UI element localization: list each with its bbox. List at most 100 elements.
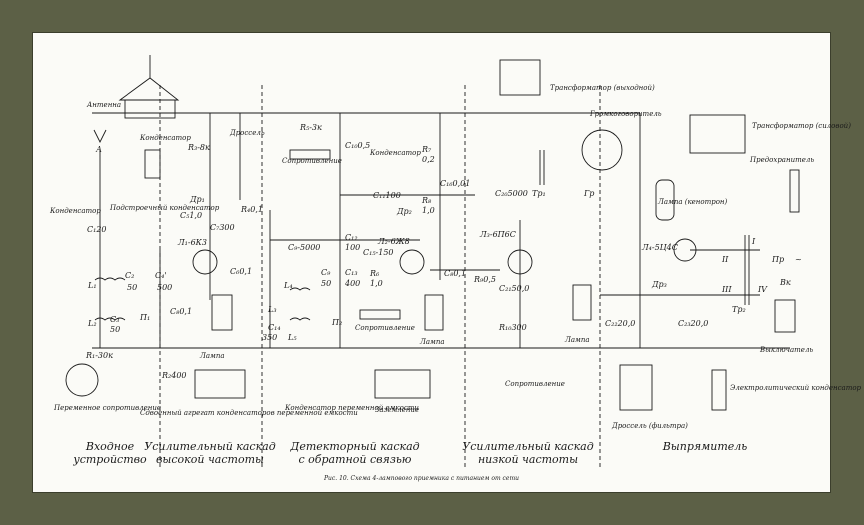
desig: R₇ <box>421 145 432 154</box>
desig: Тр₁ <box>532 189 546 198</box>
desig: C₁₄ <box>268 323 281 332</box>
filter-choke-picture <box>619 364 653 411</box>
coil-l4 <box>289 287 311 291</box>
section-title-3b: с обратной связью <box>299 453 412 466</box>
section-title-2: Усилительный каскад <box>144 440 275 453</box>
speaker-label: Громкоговоритель <box>589 110 662 118</box>
gang-capacitor-picture <box>194 369 246 399</box>
cap-variable-label: Конденсатор переменной емкости <box>284 404 419 412</box>
desig: C₈0,1 <box>444 269 466 278</box>
desig: C₁₃ <box>345 268 358 277</box>
resistor-picture <box>289 149 331 160</box>
desig: 400 <box>344 279 360 288</box>
desig: П₂ <box>331 318 342 327</box>
desig: R₉0,5 <box>473 275 496 284</box>
desig: R₂400 <box>161 371 187 380</box>
desig: Л₃-6П6С <box>479 230 516 239</box>
desig: C₄' <box>155 271 167 280</box>
section-title-1: Входное <box>85 440 135 453</box>
desig: R₆ <box>369 269 380 278</box>
coil-l1 <box>94 277 126 281</box>
fuse-picture <box>789 169 800 213</box>
desig: L₁ <box>87 281 97 290</box>
capacitor-picture <box>144 149 161 179</box>
house-roof <box>118 77 180 101</box>
section-title-3: Детекторный каскад <box>289 440 419 453</box>
desig: Др₁ <box>189 195 205 204</box>
capacitor-label-2: Конденсатор <box>49 207 101 215</box>
desig: 500 <box>157 283 172 292</box>
lamp-label-3: Лампа <box>564 336 590 344</box>
electrolytic-label: Электролитический конденсатор <box>730 384 862 392</box>
desig: 100 <box>345 243 360 252</box>
desig: R₁₀300 <box>498 323 527 332</box>
variable-resistor-label: Переменное сопротивление <box>53 404 161 412</box>
lamp-label-1: Лампа <box>199 352 225 360</box>
desig: R₈ <box>421 196 432 205</box>
desig: П₁ <box>139 313 150 322</box>
coil-l2 <box>94 317 126 321</box>
desig: I <box>751 237 756 246</box>
output-transformer-picture <box>499 59 541 96</box>
capacitor-label: Конденсатор <box>139 134 191 142</box>
desig: Л₂-6Ж8 <box>377 237 410 246</box>
resistor-label-2: Сопротивление <box>355 324 415 332</box>
choke-filter-label: Дроссель (фильтра) <box>611 422 688 430</box>
ground-picture <box>374 369 431 399</box>
kenotron-picture <box>655 179 675 221</box>
speaker-picture <box>581 129 623 171</box>
desig: Тр₂ <box>732 305 746 314</box>
desig: 50 <box>127 283 137 292</box>
desig: C₁₅-150 <box>363 248 394 257</box>
desig: C₁₆0,01 <box>440 179 470 188</box>
desig: А <box>95 145 102 154</box>
lamp-picture-2 <box>424 294 444 331</box>
desig: II <box>721 255 729 264</box>
ground-label: Заземление <box>375 406 419 414</box>
resistor-label-3: Сопротивление <box>505 380 565 388</box>
desig: Др₂ <box>396 207 412 216</box>
desig: 50 <box>321 279 331 288</box>
desig: C₂₁50,0 <box>499 284 529 293</box>
antenna-symbol <box>93 129 107 144</box>
capacitor-label-3: Конденсатор <box>369 149 421 157</box>
desig: C₂₃20,0 <box>678 319 708 328</box>
desig: Л₄-5Ц4С <box>641 243 678 252</box>
desig: C₉-5000 <box>288 243 320 252</box>
desig: 1,0 <box>422 206 435 215</box>
desig: C₈0,1 <box>170 307 192 316</box>
kenotron-label: Лампа (кенотрон) <box>657 198 728 206</box>
section-title-4b: низкой частоты <box>478 453 578 466</box>
desig: C₂₂20,0 <box>605 319 635 328</box>
switch-label: Выключатель <box>759 346 813 354</box>
desig: Пр <box>771 255 784 264</box>
desig: C₂ <box>125 271 134 280</box>
desig: R₃-8к <box>187 143 210 152</box>
desig: ~ <box>795 255 802 264</box>
desig: L₅ <box>287 333 297 342</box>
schematic-sheet <box>33 33 830 492</box>
desig: IV <box>757 285 768 294</box>
desig: L₄ <box>283 281 293 290</box>
transformer-power-label: Трансформатор (силовой) <box>752 122 851 130</box>
desig: 50 <box>110 325 120 334</box>
desig: Л₁-6К3 <box>177 238 207 247</box>
desig: 1,0 <box>370 279 383 288</box>
desig: L₃ <box>267 305 277 314</box>
tube-l2 <box>399 249 425 275</box>
trimmer-label: Подстроечный конденсатор <box>109 204 220 212</box>
desig: C₁₁100 <box>373 191 401 200</box>
lamp-picture-1 <box>211 294 233 331</box>
desig: C₅1,0 <box>180 211 202 220</box>
coil-l3 <box>289 317 311 321</box>
tube-kenotron <box>673 238 697 262</box>
desig: Др₃ <box>651 280 667 289</box>
gang-cap-label: Сдвоенный агрегат конденсаторов переменн… <box>140 409 358 417</box>
desig: 350 <box>262 333 277 342</box>
desig: Гр <box>583 189 594 198</box>
desig: C₁₀0,5 <box>345 141 370 150</box>
desig: C₁₂ <box>345 233 358 242</box>
lamp-picture-3 <box>572 284 592 321</box>
